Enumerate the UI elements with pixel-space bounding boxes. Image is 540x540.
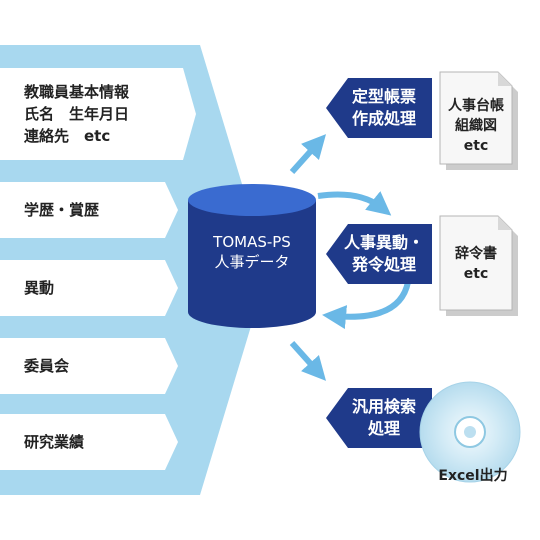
input-box-committee-shape: [0, 338, 178, 394]
input-transfer: 異動: [24, 279, 55, 297]
arrow-to-search: [289, 340, 327, 381]
database-cylinder: [188, 184, 316, 328]
output-transfer-line-2: etc: [463, 266, 489, 282]
cd-disc-icon: [419, 381, 521, 483]
document-icon-forms: [439, 71, 518, 170]
database-label: TOMAS-PS 人事データ: [188, 232, 316, 272]
process-forms-shape: [326, 78, 432, 138]
output-transfer-line-1: 辞令書: [455, 246, 497, 262]
process-transfer: 人事異動・ 発令処理: [336, 224, 432, 284]
input-personal-line-2: 氏名 生年月日: [24, 105, 130, 123]
input-box-personal-shape: [0, 68, 196, 160]
process-transfer-shape: [326, 224, 432, 284]
input-education: 学歴・賞歴: [24, 201, 100, 219]
input-personal-line-3: 連絡先 etc: [24, 127, 111, 145]
input-personal-info: 教職員基本情報 氏名 生年月日 連絡先 etc: [0, 68, 129, 160]
input-personal-line-1: 教職員基本情報: [24, 83, 130, 101]
input-research: 研究業績: [24, 433, 85, 451]
output-forms-line-3: etc: [463, 138, 489, 154]
arrow-to-transfer: [317, 191, 392, 216]
input-committee: 委員会: [24, 357, 70, 375]
arrow-to-forms: [289, 134, 327, 175]
input-box-research-shape: [0, 414, 178, 470]
output-transfer-doc: 辞令書 etc: [440, 244, 512, 284]
database-label-line-1: TOMAS-PS: [213, 233, 291, 251]
document-icon-transfer: [439, 215, 518, 316]
process-search-line-2: 処理: [367, 419, 400, 438]
process-transfer-line-2: 発令処理: [351, 255, 416, 274]
database-label-line-2: 人事データ: [214, 253, 290, 271]
process-forms-line-1: 定型帳票: [351, 87, 416, 106]
excel-output-label: Excel出力: [438, 468, 508, 484]
output-forms-line-2: 組織図: [455, 118, 497, 134]
arrow-from-transfer: [322, 281, 411, 330]
input-box-transfer-shape: [0, 260, 178, 316]
output-forms-doc: 人事台帳 組織図 etc: [440, 96, 512, 156]
process-search-shape: [326, 388, 432, 448]
process-forms-line-2: 作成処理: [351, 109, 416, 128]
process-forms: 定型帳票 作成処理: [336, 78, 432, 138]
input-box-education-shape: [0, 182, 178, 238]
process-search-line-1: 汎用検索: [351, 397, 416, 416]
process-transfer-line-1: 人事異動・: [343, 233, 424, 252]
process-search: 汎用検索 処理: [336, 388, 432, 448]
output-forms-line-1: 人事台帳: [448, 98, 504, 114]
